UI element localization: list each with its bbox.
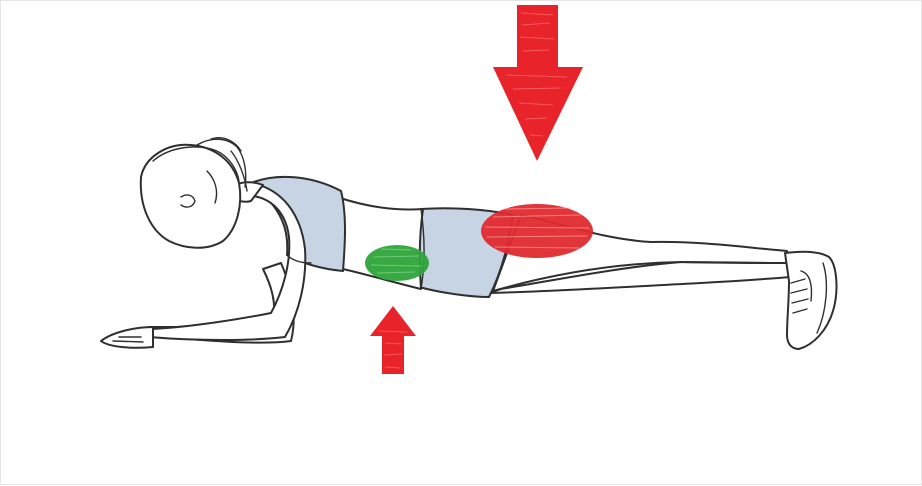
core-zone-green xyxy=(365,245,429,281)
shoe xyxy=(785,252,836,349)
arrow-up-icon xyxy=(370,306,416,374)
hip-highlight xyxy=(481,204,593,258)
arrow-up-shape xyxy=(370,306,416,374)
arrow-down-shape xyxy=(493,5,583,161)
hip-zone-red xyxy=(481,204,593,258)
plank-figure xyxy=(101,138,836,349)
core-highlight xyxy=(365,245,429,281)
arrow-down-icon xyxy=(493,5,583,161)
